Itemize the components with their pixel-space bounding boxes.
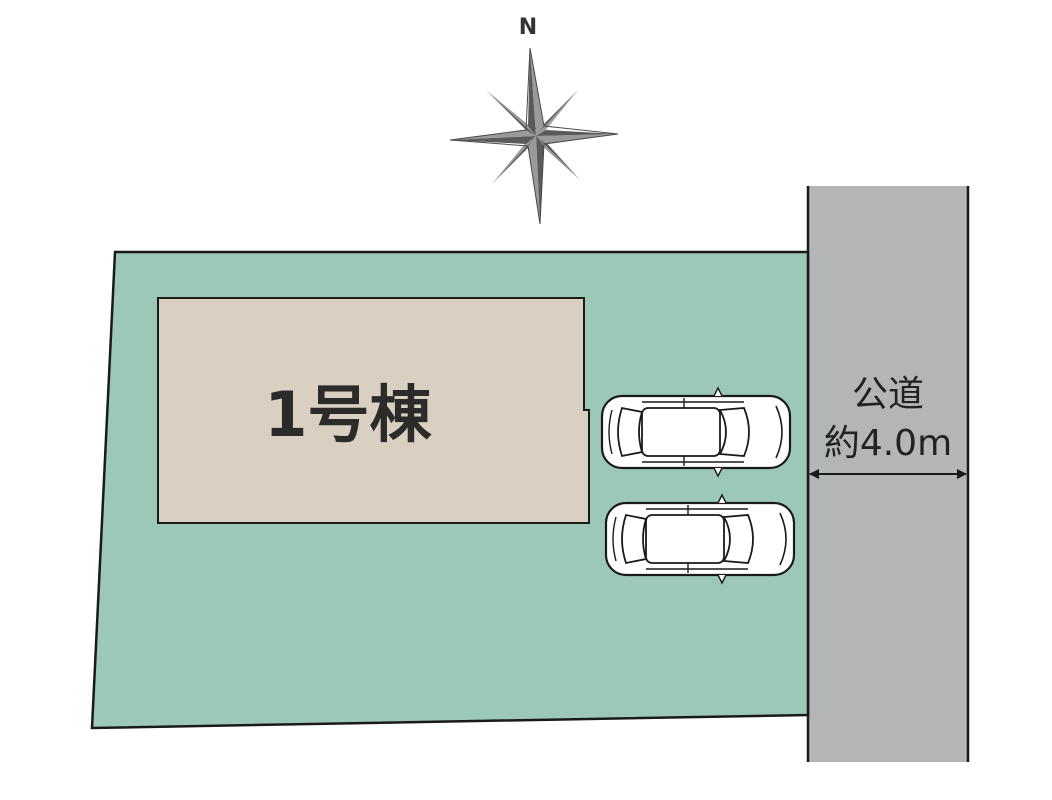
road-width-label: 約4.0m bbox=[824, 423, 952, 464]
building-label: 1号棟 bbox=[264, 378, 432, 451]
parked-car bbox=[604, 493, 796, 585]
building-footprint bbox=[157, 297, 590, 524]
road-name: 公道 bbox=[852, 374, 924, 415]
compass-rose-icon bbox=[449, 47, 619, 225]
north-label: N bbox=[519, 15, 537, 40]
parked-car bbox=[600, 386, 792, 478]
